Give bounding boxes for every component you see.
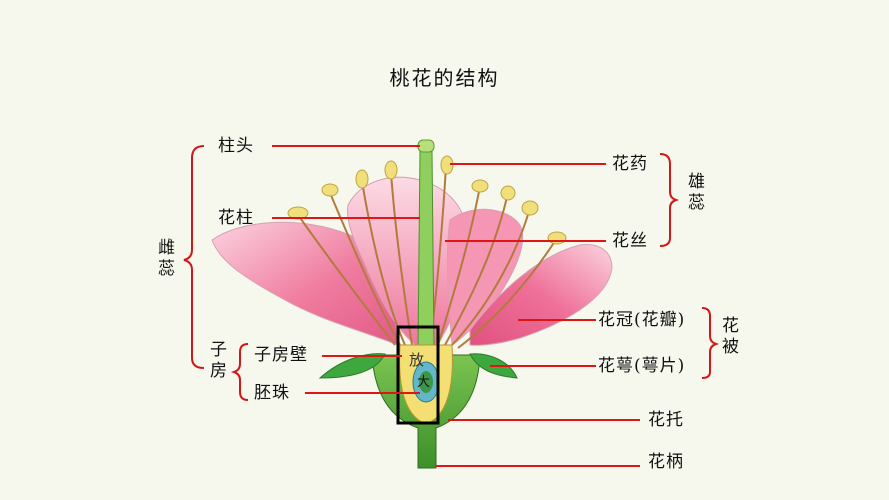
brackets: [183, 145, 720, 401]
label-calyx: 花萼(萼片): [598, 356, 686, 376]
magnify-box: [396, 325, 440, 425]
inset-glyph-top: 放: [409, 351, 426, 369]
petal-right: [469, 243, 613, 346]
label-pedicel: 花柄: [648, 452, 684, 472]
stamens: [287, 155, 567, 349]
diagram-title: 桃花的结构: [389, 66, 500, 90]
label-stamen: 雄蕊: [684, 172, 704, 214]
label-perianth: 花被: [718, 316, 738, 358]
leader-lines: [272, 145, 640, 467]
label-anther: 花药: [612, 154, 648, 174]
label-stigma: 柱头: [218, 136, 254, 156]
label-filament: 花丝: [612, 231, 648, 251]
label-receptacle: 花托: [648, 410, 684, 430]
sepal-left: [318, 353, 386, 379]
label-ovule: 胚珠: [254, 383, 290, 403]
inset-glyph-center: 大: [417, 375, 432, 390]
label-pistil: 雌蕊: [154, 238, 174, 280]
label-ovary-wall: 子房壁: [254, 345, 308, 365]
label-corolla: 花冠(花瓣): [598, 310, 686, 330]
label-ovary: 子房: [206, 340, 226, 382]
pistil-style: [417, 139, 435, 351]
label-style: 花柱: [218, 208, 254, 228]
